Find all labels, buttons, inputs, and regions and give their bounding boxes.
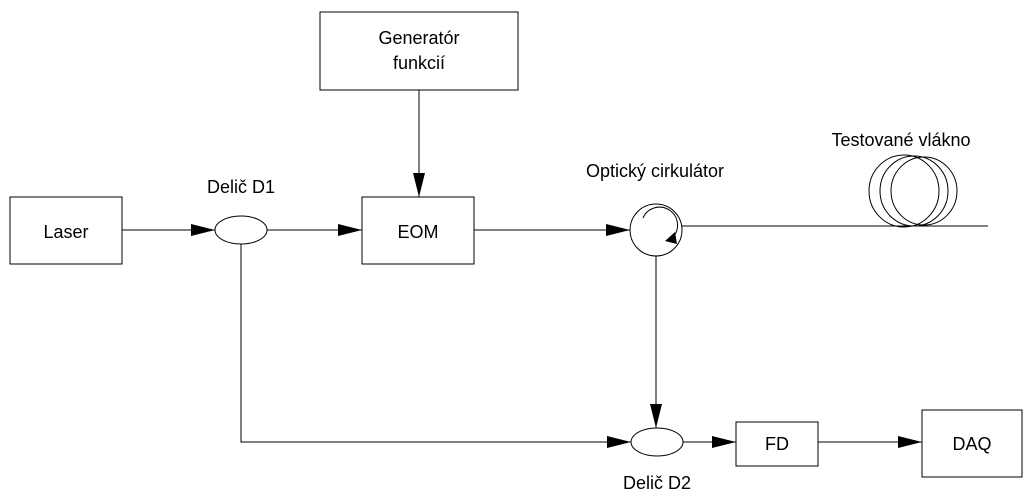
- eom-label: EOM: [397, 222, 438, 242]
- fd-label: FD: [765, 434, 789, 454]
- splitter-d2-label: Delič D2: [623, 473, 691, 493]
- fiber-label: Testované vlákno: [831, 130, 970, 150]
- circulator-label: Optický cirkulátor: [586, 161, 724, 181]
- fiber-coil-icon: Testované vlákno: [831, 130, 971, 228]
- daq-label: DAQ: [952, 434, 991, 454]
- function-generator-label-line2: funkcií: [393, 53, 445, 73]
- function-generator-block: Generatór funkcií: [319, 11, 519, 91]
- optical-circulator: Optický cirkulátor: [586, 161, 724, 257]
- function-generator-label-line1: Generatór: [378, 28, 459, 48]
- daq-block: DAQ: [921, 409, 1023, 478]
- splitter-d1-label: Delič D1: [207, 177, 275, 197]
- splitter-d2: Delič D2: [623, 427, 691, 493]
- laser-block: Laser: [9, 196, 123, 265]
- eom-block: EOM: [361, 196, 475, 265]
- connections: [122, 90, 988, 448]
- laser-label: Laser: [43, 222, 88, 242]
- splitter-d1: Delič D1: [207, 177, 275, 245]
- d1-to-d2-arrow: [240, 244, 631, 448]
- fd-block: FD: [735, 421, 819, 467]
